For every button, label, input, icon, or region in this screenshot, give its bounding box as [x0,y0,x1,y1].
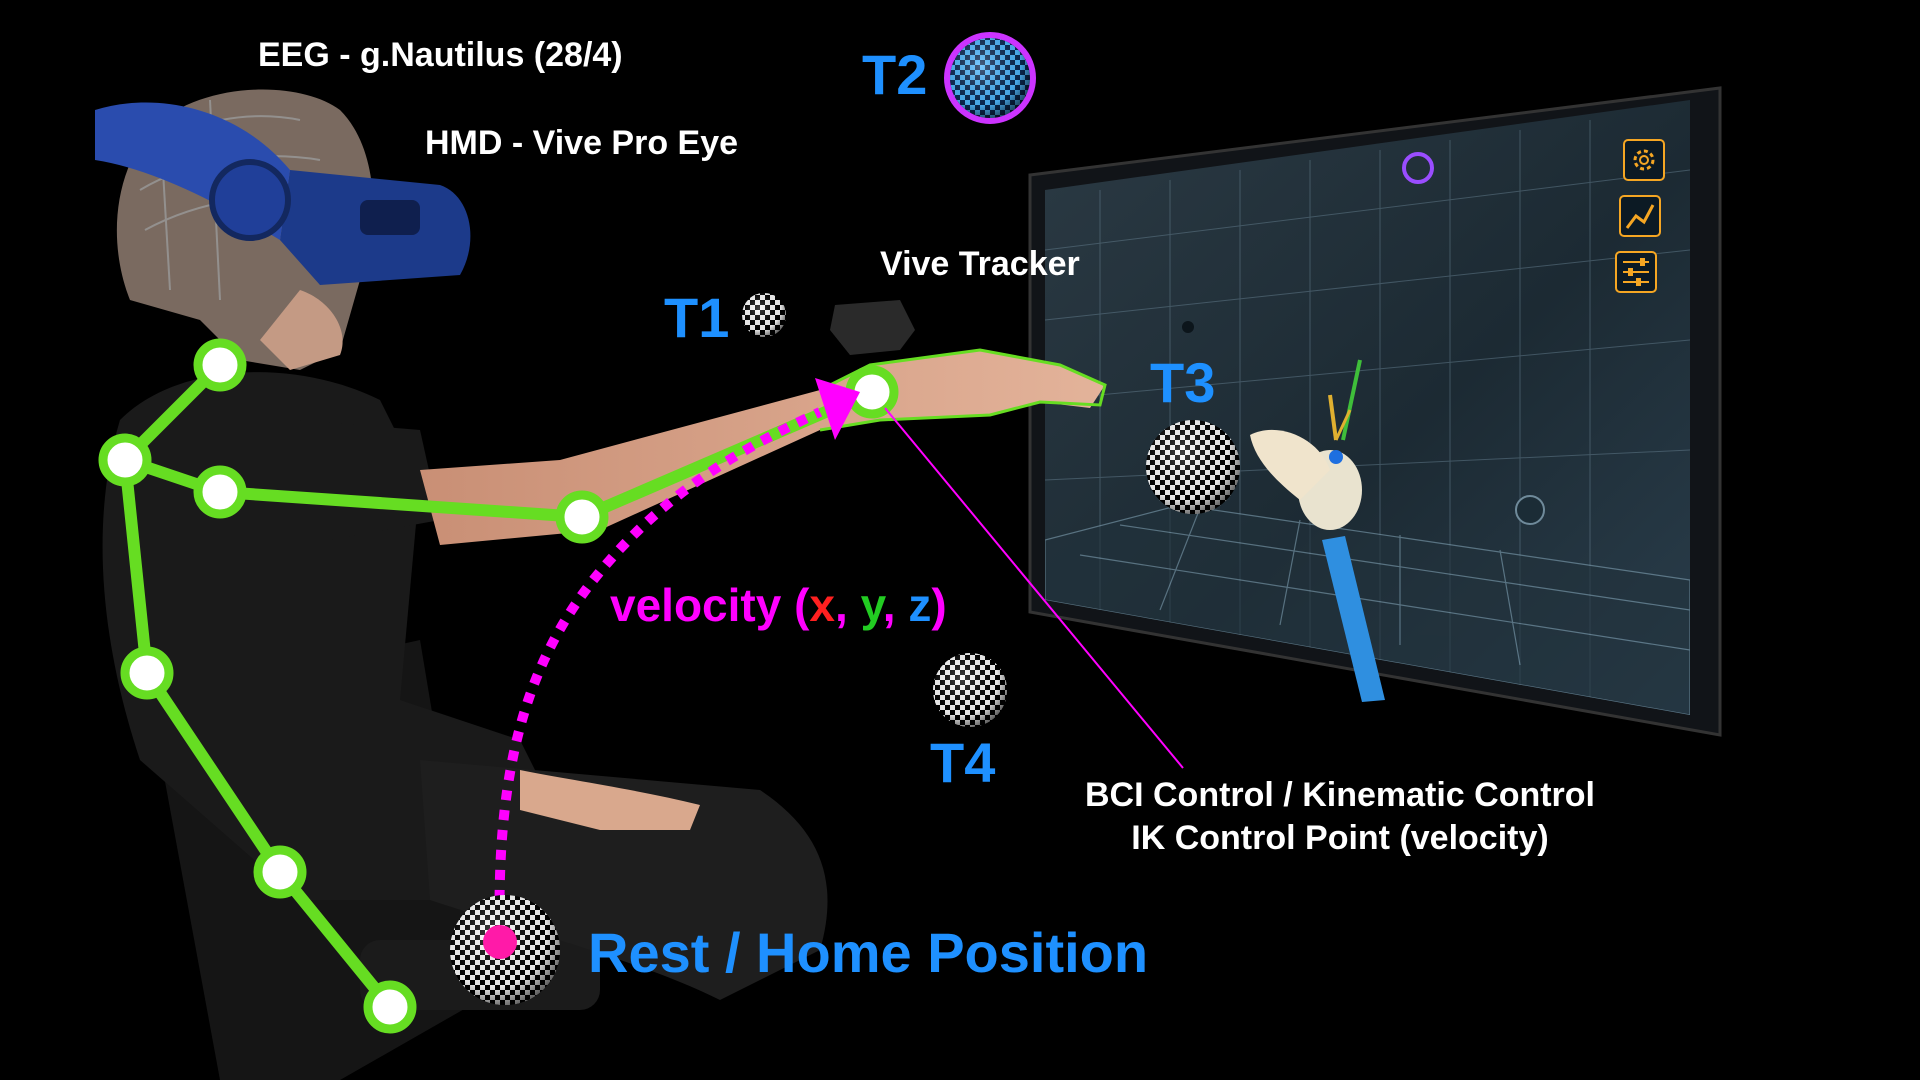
target-t4-sphere [933,653,1007,727]
ik-control-point [483,925,517,959]
control-point-leader [884,407,1184,769]
gear-icon[interactable] [1623,139,1665,181]
skeleton-joints [98,338,899,1034]
rest-home-sphere [450,895,560,1005]
hand-outline [819,348,1107,432]
joint-spine [120,646,174,700]
joint-hip [253,845,307,899]
line-chart-icon[interactable] [1619,195,1661,237]
hud-toolbar [1615,139,1665,293]
velocity-trajectory [494,378,860,941]
joint-elbow [555,490,609,544]
joint-shoulder [98,433,152,487]
target-t1-sphere [742,293,786,337]
joint-neck [193,338,247,392]
monitor [1028,86,1722,737]
joint-upper-arm [193,465,247,519]
sliders-icon[interactable] [1615,251,1657,293]
joint-knee [363,980,417,1034]
target-t2-sphere [944,32,1036,124]
vive-tracker [830,300,915,355]
leg [420,760,828,1000]
velocity-arrowhead [815,378,860,440]
target-t3-sphere [1146,420,1240,514]
participant [95,89,1107,1080]
